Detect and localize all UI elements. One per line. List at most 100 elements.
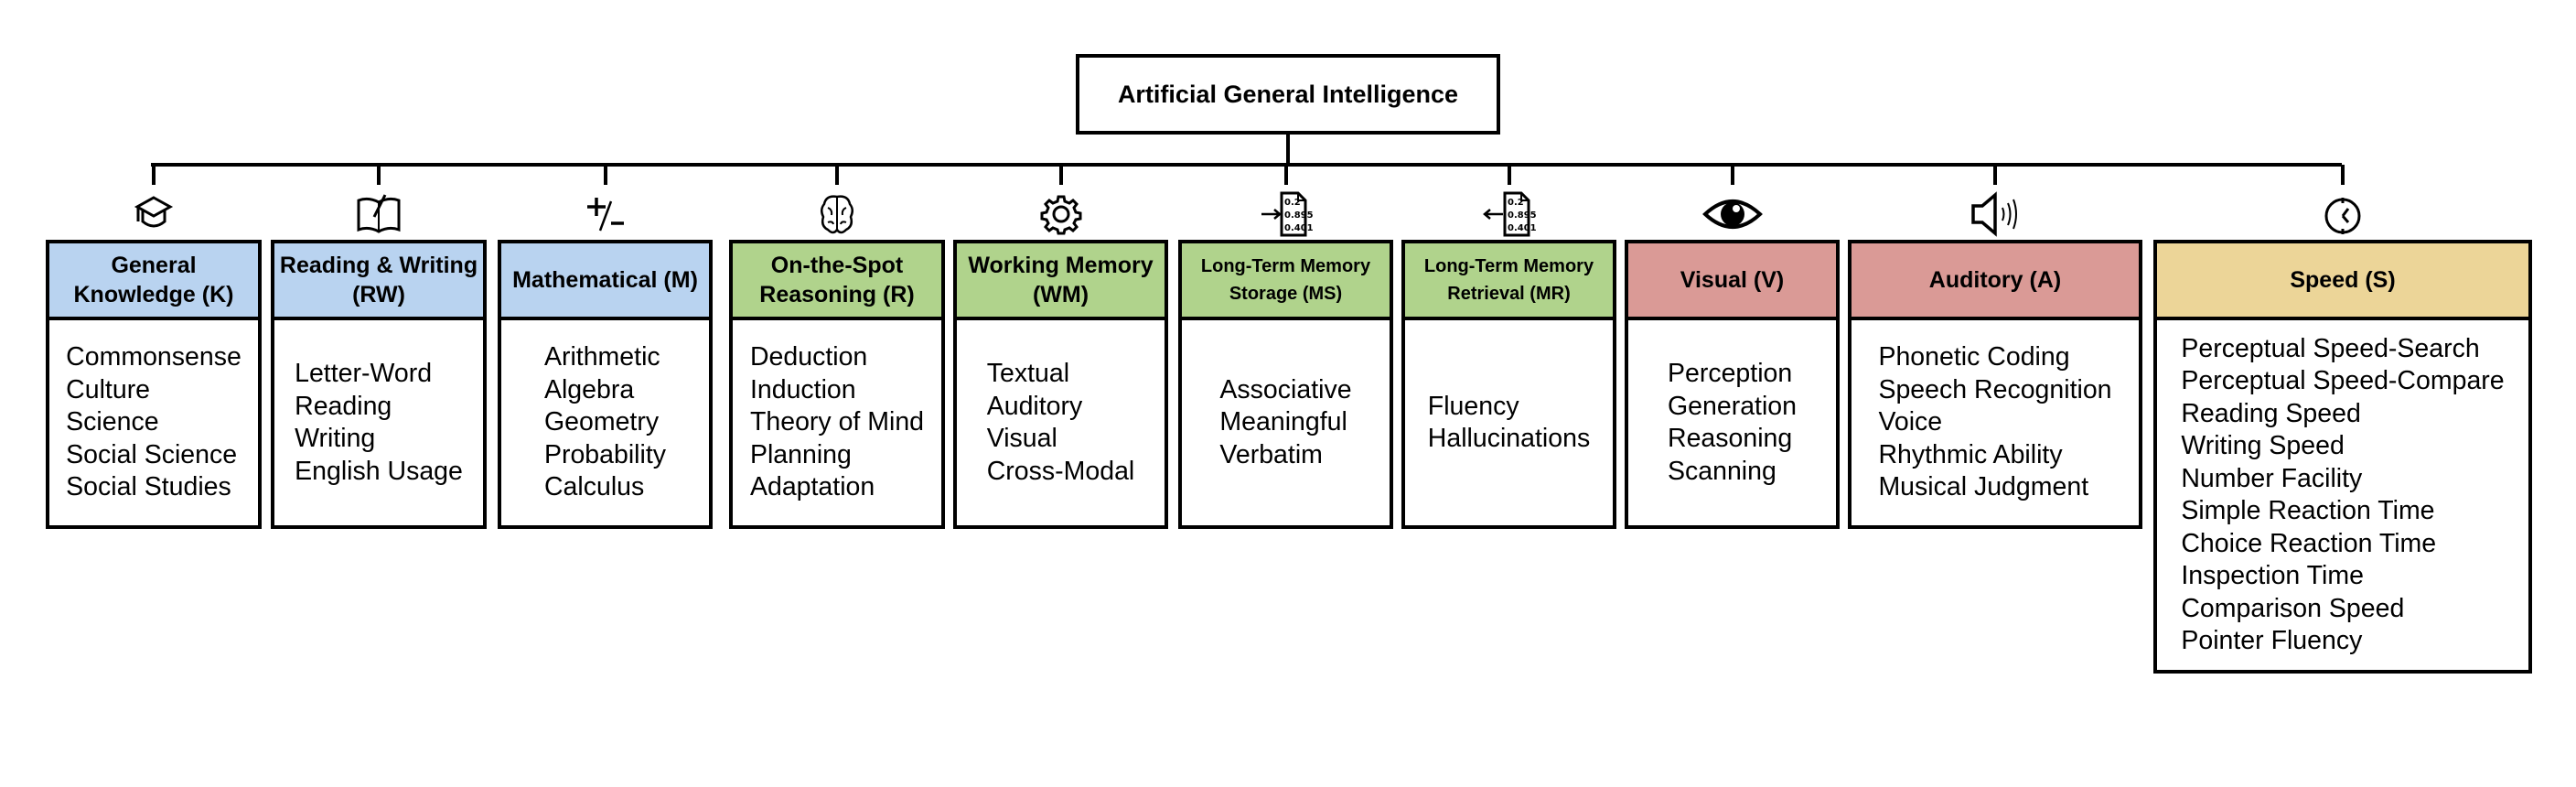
category-header: Long-Term Memory Storage (MS)	[1182, 243, 1390, 320]
subcategory-item: Simple Reaction Time	[2181, 496, 2435, 525]
category-title: On-the-Spot Reasoning (R)	[759, 253, 915, 307]
subcategory-item: Geometry	[543, 407, 660, 437]
subcategory-item: Hallucinations	[1427, 424, 1591, 453]
subcategory-item: Adaptation	[749, 472, 875, 502]
subcategory-item: Visual	[986, 424, 1057, 453]
subcategory-item: Musical Judgment	[1878, 472, 2089, 502]
subcategory-item: Comparison Speed	[2181, 593, 2405, 623]
subcategory-item: Calculus	[543, 472, 645, 502]
subcategory-item: Pointer Fluency	[2181, 626, 2363, 655]
subcategory-item: Writing	[295, 424, 376, 453]
subcategory-item: Perceptual Speed-Compare	[2181, 366, 2505, 395]
brain-icon	[810, 189, 864, 240]
subcategory-item: Induction	[749, 374, 856, 404]
subcategory-item: Algebra	[543, 374, 635, 404]
category-title: Visual (V)	[1680, 267, 1785, 293]
category-header: Working Memory (WM)	[957, 243, 1165, 320]
subcategory-item: Planning	[749, 439, 852, 469]
subcategory-item: Arithmetic	[543, 342, 660, 372]
category-title: Reading & Writing (RW)	[279, 253, 478, 307]
subcategory-item: Cross-Modal	[986, 456, 1135, 486]
category-header: General Knowledge (K)	[49, 243, 258, 320]
subcategory-item: Generation	[1667, 391, 1797, 421]
subcategory-item: English Usage	[295, 456, 463, 486]
category-title: Mathematical (M)	[512, 267, 698, 293]
icon-number: 0.401	[1284, 223, 1314, 233]
icon-number: 0.895	[1508, 210, 1537, 221]
category-header: Long-Term Memory Retrieval (MR)	[1405, 243, 1613, 320]
branch-connector	[835, 165, 839, 185]
category-header: On-the-Spot Reasoning (R)	[733, 243, 941, 320]
graduation-cap-icon	[126, 189, 181, 240]
subcategory-item: Rhythmic Ability	[1878, 439, 2063, 469]
subcategory-item: Perceptual Speed-Search	[2181, 333, 2480, 363]
category-header: Reading & Writing (RW)	[274, 243, 483, 320]
plus-minus-icon	[578, 189, 633, 240]
category-title: Speed (S)	[2290, 267, 2396, 293]
book-pen-icon	[351, 189, 406, 240]
root-node-agi: Artificial General Intelligence	[1076, 54, 1500, 135]
category-title: Working Memory (WM)	[968, 253, 1154, 307]
subcategory-item: Associative	[1219, 374, 1352, 404]
subcategory-item: Textual	[986, 359, 1070, 388]
subcategory-item: Commonsense	[66, 342, 242, 372]
subcategory-item: Theory of Mind	[749, 407, 925, 437]
subcategory-item: Probability	[543, 439, 667, 469]
branch-connector	[1059, 165, 1063, 185]
subcategory-item: Choice Reaction Time	[2181, 528, 2437, 558]
clock-icon	[2315, 189, 2370, 240]
branch-connector	[152, 165, 156, 185]
subcategory-item: Culture	[66, 374, 151, 404]
category-title: Long-Term Memory Storage (MS)	[1200, 256, 1371, 304]
icon-number: 0.895	[1284, 210, 1314, 221]
icon-number: 0.2	[1508, 198, 1524, 208]
category-header: Mathematical (M)	[501, 243, 709, 320]
branch-connector	[377, 165, 381, 185]
icon-number: 0.401	[1508, 223, 1537, 233]
subcategory-item: Phonetic Coding	[1878, 342, 2070, 372]
trunk-connector	[1286, 135, 1290, 167]
subcategory-item: Writing Speed	[2181, 431, 2345, 460]
subcategory-item: Scanning	[1667, 456, 1776, 486]
category-header: Visual (V)	[1628, 243, 1836, 320]
branch-connector	[1731, 165, 1734, 185]
subcategory-item: Speech Recognition	[1878, 374, 2112, 404]
subcategory-item: Verbatim	[1219, 439, 1323, 469]
icon-number: 0.2	[1284, 198, 1301, 208]
horizontal-connector	[151, 163, 2342, 167]
subcategory-item: Deduction	[749, 342, 868, 372]
subcategory-item: Reasoning	[1667, 424, 1793, 453]
branch-connector	[604, 165, 607, 185]
subcategory-item: Letter-Word	[295, 359, 433, 388]
subcategory-item: Reading Speed	[2181, 398, 2361, 428]
eye-icon	[1702, 189, 1763, 240]
root-title: Artificial General Intelligence	[1117, 80, 1459, 108]
subcategory-item: Auditory	[986, 391, 1083, 421]
category-title: Auditory (A)	[1928, 267, 2062, 293]
subcategory-item: Science	[66, 407, 159, 437]
category-title: General Knowledge (K)	[73, 253, 234, 307]
branch-connector	[2341, 165, 2345, 185]
subcategory-item: Meaningful	[1219, 407, 1347, 437]
